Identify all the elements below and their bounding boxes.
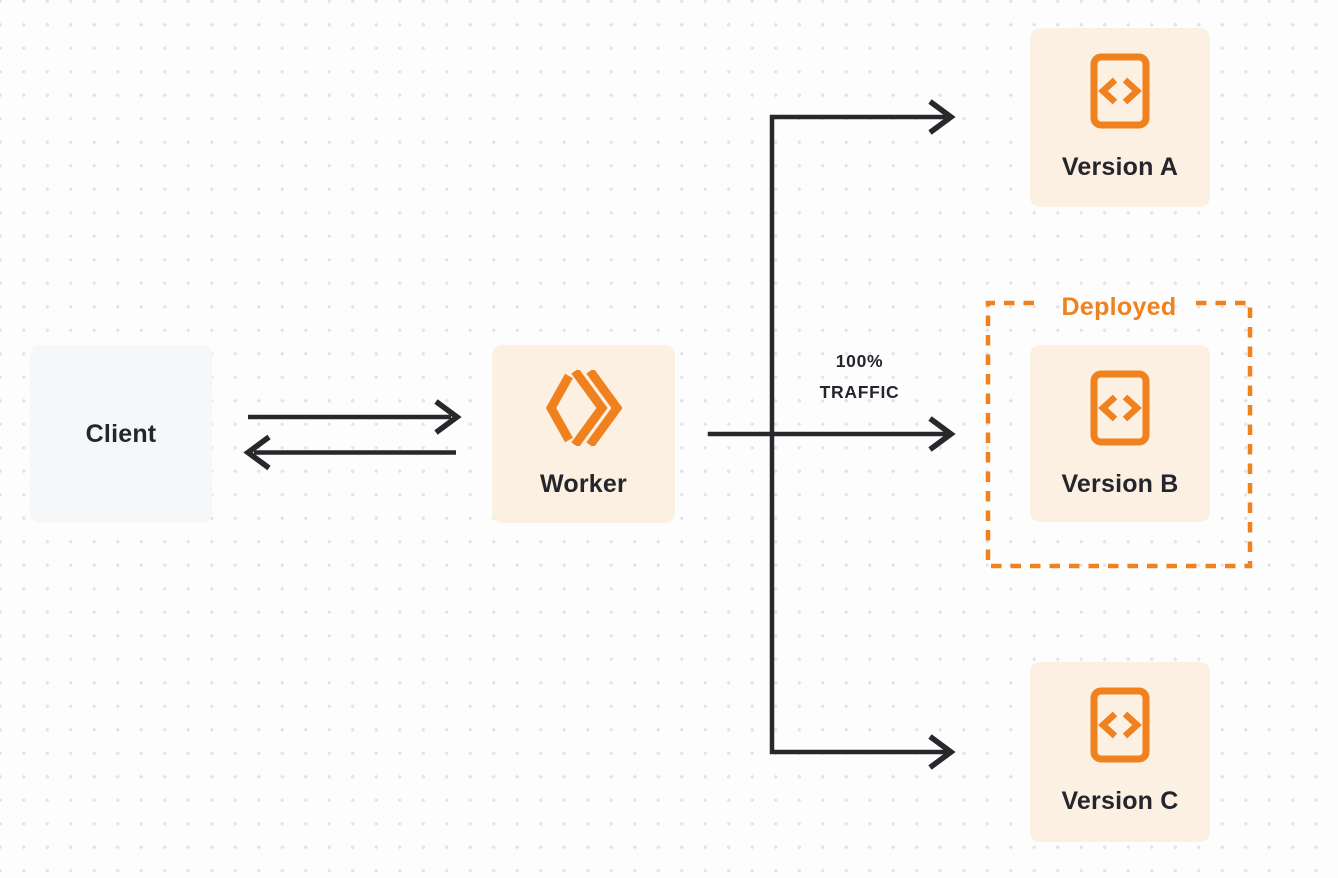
traffic-label: 100% TRAFFIC — [777, 351, 942, 403]
workers-logo-icon — [545, 370, 622, 446]
code-file-icon — [1090, 687, 1150, 763]
node-worker: Worker — [492, 345, 675, 523]
code-file-icon — [1090, 53, 1150, 129]
client-to-worker-arrow — [248, 399, 462, 435]
traffic-word: TRAFFIC — [819, 382, 900, 402]
arrowhead-version-c — [928, 734, 956, 770]
version-b-label: Version B — [1061, 470, 1179, 498]
code-file-icon — [1090, 370, 1150, 446]
version-c-label: Version C — [1061, 787, 1179, 815]
client-label: Client — [85, 419, 157, 448]
arrowhead-version-a — [928, 99, 956, 135]
node-version-a: Version A — [1030, 28, 1210, 207]
node-version-c: Version C — [1030, 662, 1210, 842]
worker-to-client-arrow — [243, 434, 456, 471]
version-a-label: Version A — [1061, 153, 1179, 181]
deployed-label: Deployed — [1061, 293, 1177, 321]
node-client: Client — [30, 345, 212, 523]
node-version-b: Version B — [1030, 345, 1210, 522]
traffic-percent: 100% — [835, 351, 884, 371]
worker-label: Worker — [540, 470, 627, 498]
traffic-split-connector — [707, 99, 956, 770]
arrowhead-version-b — [928, 416, 956, 452]
